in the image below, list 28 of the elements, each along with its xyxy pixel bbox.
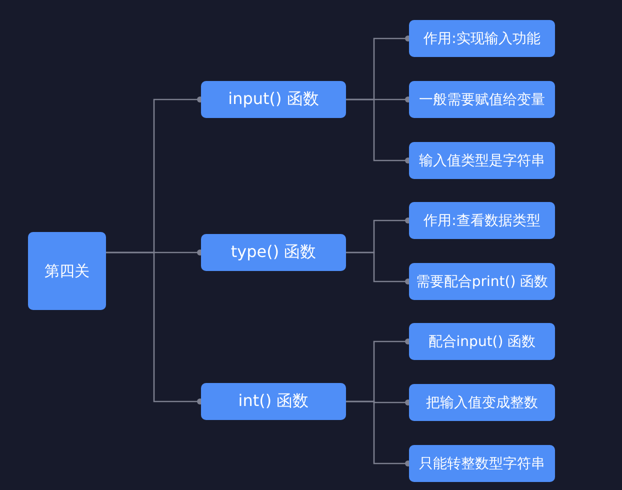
connector-line — [346, 98, 411, 164]
topic-box — [201, 383, 346, 420]
connector-line — [346, 400, 411, 466]
node-label: 把输入值变成整数 — [426, 394, 538, 412]
connector-line — [106, 252, 203, 404]
node-label: 配合input() 函数 — [428, 332, 536, 350]
subtopic-box — [409, 263, 555, 300]
subtopic-box — [409, 20, 555, 57]
subtopic-box — [409, 384, 555, 421]
node-label: 需要配合print() 函数 — [416, 272, 548, 290]
topic-box — [201, 81, 346, 118]
subtopic-box — [409, 202, 555, 239]
node-label: 只能转整数型字符串 — [419, 454, 545, 472]
node-label: 一般需要赋值给变量 — [419, 90, 545, 108]
node-label: int() 函数 — [238, 391, 309, 412]
node-label: input() 函数 — [228, 89, 319, 110]
subtopic-box — [409, 81, 555, 118]
node-label: 作用:查看数据类型 — [424, 212, 540, 230]
subtopic-box — [409, 323, 555, 360]
node-label: type() 函数 — [230, 242, 316, 263]
root-box — [28, 232, 106, 310]
node-label: 输入值类型是字符串 — [419, 152, 545, 170]
topic-box — [201, 234, 346, 271]
subtopic-box — [409, 445, 555, 482]
node-label: 第四关 — [44, 262, 90, 280]
subtopic-box — [409, 142, 555, 179]
node-label: 作用:实现输入功能 — [424, 30, 540, 48]
connector-line — [346, 252, 411, 284]
